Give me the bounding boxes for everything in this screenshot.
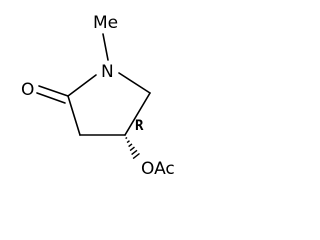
- structure-diagram: Me N O R OAc: [21, 13, 175, 179]
- bond-ch2-stereocenter: [124, 92, 151, 136]
- bond-nitrogen-ch2: [118, 72, 151, 94]
- methyl-label: Me: [93, 13, 118, 33]
- bond-nitrogen-carbonyl: [67, 74, 97, 97]
- bond-carbonyl-ch2: [67, 95, 81, 136]
- bond-carbonyl-oxygen-1: [38, 85, 69, 97]
- hashed-wedge-bond: [125, 136, 140, 160]
- acetoxy-label: OAc: [141, 159, 175, 179]
- bond-carbonyl-oxygen-2: [36, 92, 66, 104]
- stereo-descriptor-label: R: [135, 118, 144, 134]
- nitrogen-label: N: [101, 62, 114, 82]
- bond-methyl-nitrogen: [102, 33, 109, 61]
- carbonyl-oxygen-label: O: [21, 80, 34, 100]
